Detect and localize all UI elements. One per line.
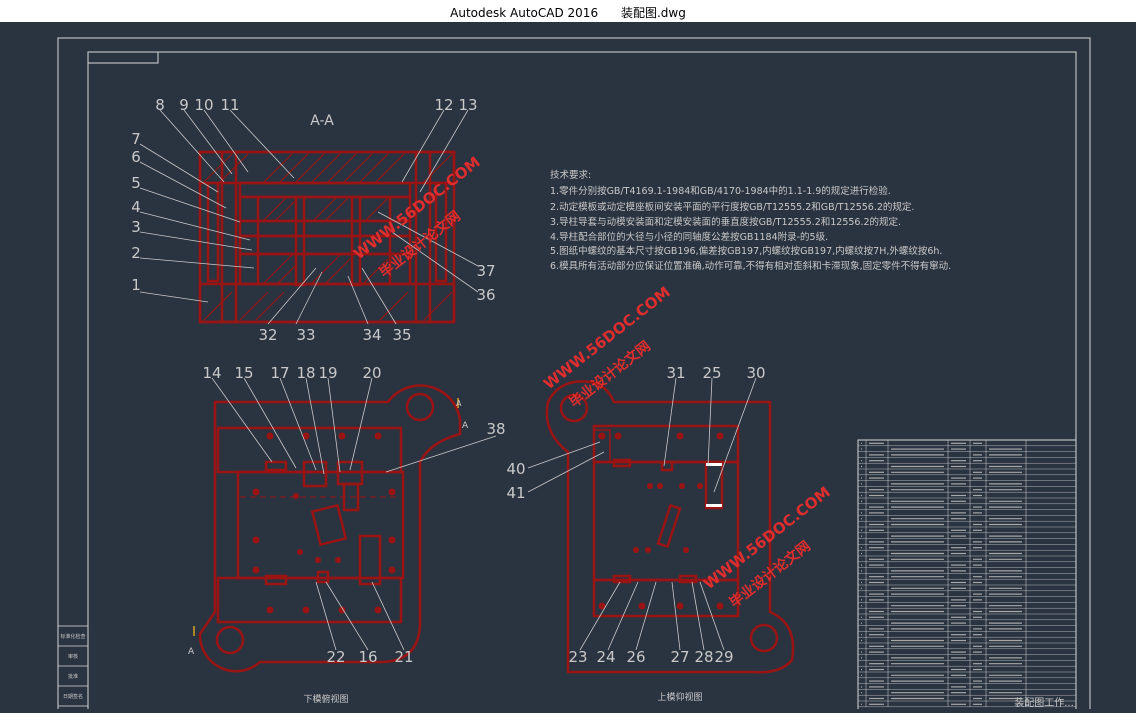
callout-33: 33 (296, 326, 315, 344)
technical-notes: 技术要求: 1.零件分别按GB/T4169.1-1984和GB/4170-198… (550, 169, 951, 272)
drawing-svg[interactable]: A-A 8 9 10 11 12 13 7 6 5 4 3 2 1 37 36 … (0, 22, 1136, 713)
upper-bolt-holes (598, 432, 724, 610)
callout-36: 36 (476, 286, 495, 304)
watermark-2: WWW.56DOC.COM 毕业设计论文网 (540, 283, 674, 411)
upper-pin-markers (706, 463, 722, 507)
title-bar: Autodesk AutoCAD 2016 装配图.dwg (0, 0, 1136, 22)
lower-bolt-holes (252, 432, 396, 614)
callout-15: 15 (234, 364, 253, 382)
drawing-canvas[interactable]: A-A 8 9 10 11 12 13 7 6 5 4 3 2 1 37 36 … (0, 22, 1136, 713)
outer-border (57, 37, 1091, 713)
callout-3: 3 (131, 218, 141, 236)
app-name: Autodesk AutoCAD 2016 (450, 6, 599, 20)
note-line-6: 6.模具所有活动部分应保证位置准确,动作可靠,不得有相对歪斜和卡滞现象,固定零件… (550, 260, 951, 272)
callout-23: 23 (568, 648, 587, 666)
callout-40: 40 (506, 460, 525, 478)
section-arrows: A A (188, 398, 469, 657)
callout-18: 18 (296, 364, 315, 382)
callout-17: 17 (270, 364, 289, 382)
callout-14: 14 (202, 364, 221, 382)
callout-4: 4 (131, 198, 141, 216)
title-block-text: 装配图工作... (1014, 696, 1074, 709)
arrow-mark-a-mid: A (456, 399, 462, 408)
upper-view-title: 上模仰视图 (657, 691, 702, 703)
callout-9: 9 (179, 96, 189, 114)
section-hatching (203, 153, 453, 321)
stamp-review: 审核 (68, 653, 78, 660)
callout-19: 19 (318, 364, 337, 382)
callout-2: 2 (131, 244, 141, 262)
callout-38: 38 (486, 420, 505, 438)
callout-22: 22 (326, 648, 345, 666)
upper-view-callouts: 31 25 30 40 41 23 24 26 27 28 29 (506, 364, 765, 666)
parts-list-frame (857, 439, 1077, 712)
callout-7: 7 (131, 130, 141, 148)
note-line-5: 5.图纸中螺纹的基本尺寸按GB196,偏差按GB197,内螺纹按GB197,内螺… (550, 245, 942, 257)
callout-30: 30 (746, 364, 765, 382)
arrow-mark-a-bottom: A (188, 647, 195, 657)
notes-heading: 技术要求: (550, 169, 591, 181)
note-line-3: 3.导柱导套与动模安装面和定模安装面的垂直度按GB/T12555.2和12556… (550, 216, 901, 228)
callout-10: 10 (194, 96, 213, 114)
callout-20: 20 (362, 364, 381, 382)
callout-37: 37 (476, 262, 495, 280)
callout-34: 34 (362, 326, 381, 344)
arrow-mark-a-top: A (462, 421, 469, 431)
callout-1: 1 (131, 276, 141, 294)
callout-21: 21 (394, 648, 413, 666)
callout-24: 24 (596, 648, 615, 666)
callout-12: 12 (434, 96, 453, 114)
note-line-2: 2.动定模板或动定模座板间安装平面的平行度按GB/T12555.2和GB/T12… (550, 201, 914, 213)
note-line-4: 4.导柱配合部位的大径与小径的同轴度公差按GB1184附录-的5级. (550, 231, 828, 243)
side-stamp-box (57, 625, 89, 707)
lower-view-callouts: 14 15 17 18 19 20 38 22 16 21 (202, 364, 505, 666)
window-title: Autodesk AutoCAD 2016 装配图.dwg (0, 4, 1136, 21)
section-callouts: 8 9 10 11 12 13 7 6 5 4 3 2 1 37 36 32 3… (131, 96, 495, 344)
lower-mold-view[interactable] (198, 384, 462, 673)
callout-16: 16 (358, 648, 377, 666)
callout-31: 31 (666, 364, 685, 382)
callout-32: 32 (258, 326, 277, 344)
callout-8: 8 (155, 96, 165, 114)
corner-tag-box (87, 51, 159, 64)
stamp-date: 日期签名 (63, 693, 83, 700)
callout-26: 26 (626, 648, 645, 666)
callout-5: 5 (131, 174, 141, 192)
callout-6: 6 (131, 148, 141, 166)
lower-view-title: 下模俯视图 (303, 693, 348, 705)
parts-list-table[interactable] (857, 439, 1077, 712)
file-name: 装配图.dwg (620, 6, 686, 20)
note-line-1: 1.零件分别按GB/T4169.1-1984和GB/4170-1984中的1.1… (550, 185, 891, 197)
callout-29: 29 (714, 648, 733, 666)
callout-25: 25 (702, 364, 721, 382)
callout-35: 35 (392, 326, 411, 344)
callout-27: 27 (670, 648, 689, 666)
callout-11: 11 (220, 96, 239, 114)
section-label: A-A (310, 113, 334, 129)
side-stamp-labels: 标准化检查 审核 批准 日期签名 (60, 633, 85, 700)
stamp-standardization: 标准化检查 (60, 633, 85, 640)
callout-13: 13 (458, 96, 477, 114)
stamp-approve: 批准 (68, 673, 78, 680)
callout-28: 28 (694, 648, 713, 666)
callout-41: 41 (506, 484, 525, 502)
